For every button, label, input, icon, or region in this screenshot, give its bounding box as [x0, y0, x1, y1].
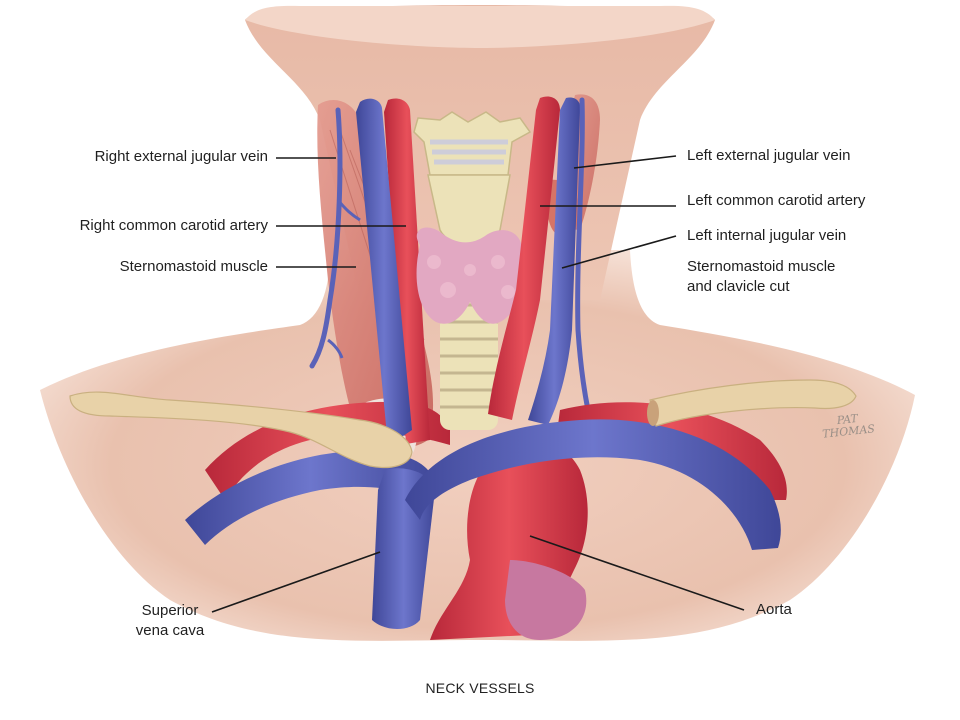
label-right-common-carotid-artery: Right common carotid artery — [79, 217, 268, 234]
label-svc-line2: vena cava — [135, 622, 205, 639]
left-external-jugular-vein — [575, 97, 591, 413]
thyroid-cartilage — [413, 111, 532, 246]
figure-caption: NECK VESSELS — [425, 680, 535, 696]
left-common-carotid-artery — [488, 96, 560, 420]
label-left-common-carotid-artery: Left common carotid artery — [687, 192, 866, 209]
leader-left-internal-jugular-vein — [561, 235, 677, 269]
leader-aorta — [529, 535, 745, 611]
left-brachiocephalic-vein — [405, 419, 781, 550]
left-internal-jugular-vein — [528, 97, 581, 425]
label-superior-vena-cava: Superior vena cava — [110, 601, 230, 641]
label-sternomastoid-muscle-and-clavicle-cut: Sternomastoid muscle and clavicle cut — [687, 257, 835, 297]
leader-superior-vena-cava — [211, 551, 381, 613]
label-sternomastoid-muscle: Sternomastoid muscle — [119, 258, 268, 275]
trachea — [440, 290, 498, 430]
thyroid-gland — [416, 227, 524, 324]
label-left-internal-jugular-vein: Left internal jugular vein — [687, 227, 847, 244]
label-sternomastoid-cut-line1: Sternomastoid muscle — [687, 258, 836, 275]
label-svc-line1: Superior — [141, 602, 199, 619]
right-subclavian-vein — [185, 451, 436, 545]
right-common-carotid-artery — [384, 98, 430, 444]
aorta — [430, 440, 588, 640]
label-sternomastoid-cut-line2: and clavicle cut — [687, 278, 790, 295]
label-right-external-jugular-vein: Right external jugular vein — [94, 148, 268, 165]
right-internal-jugular-vein — [356, 98, 412, 446]
right-clavicle — [69, 391, 413, 469]
leader-left-external-jugular-vein — [573, 155, 677, 169]
label-aorta: Aorta — [756, 601, 792, 618]
right-external-jugular-vein — [309, 107, 343, 369]
leader-lines — [211, 155, 745, 613]
left-clavicle-cut — [647, 379, 857, 427]
label-left-external-jugular-vein: Left external jugular vein — [687, 147, 851, 164]
